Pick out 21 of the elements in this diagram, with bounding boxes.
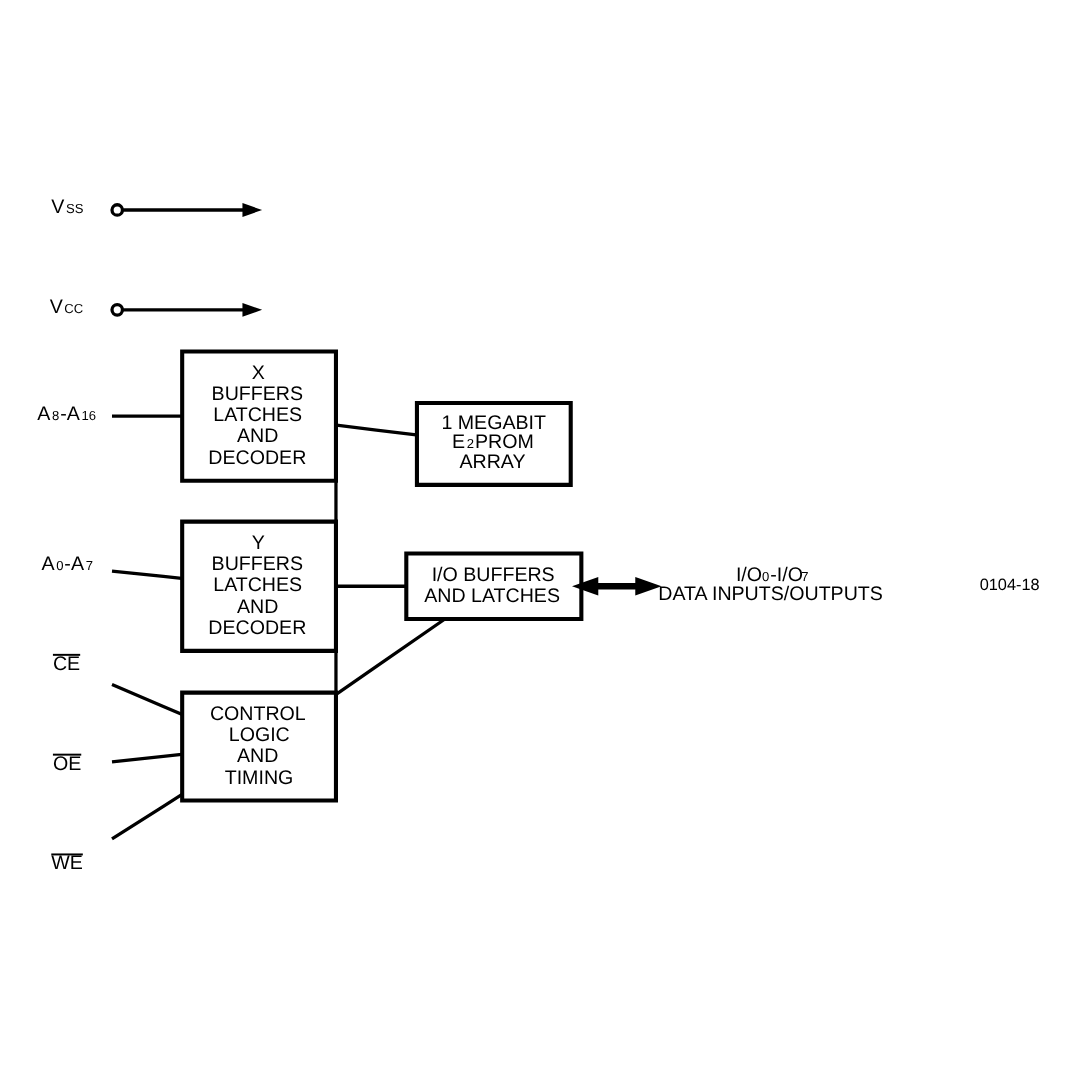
node-box: Y BUFFERS LATCHES AND DECODER [180,518,338,652]
connector [111,792,183,840]
arrow [123,202,263,216]
node-text: OE [52,752,82,775]
node-box: I/O BUFFERS AND LATCHES [404,550,584,621]
label: 0104-18 [979,575,1040,594]
connector [112,413,182,417]
arrow [572,576,662,595]
connector [334,650,338,692]
connector [111,751,182,763]
node-box: CONTROL LOGIC AND TIMING [180,689,338,802]
node-box: X BUFFERS LATCHES AND DECODER [180,348,338,482]
arrow [123,301,263,316]
connector [335,616,446,695]
connector [111,568,182,579]
connector [336,583,406,587]
node-text: CE [52,652,81,675]
node-text: WE [51,852,83,875]
connector [334,479,338,521]
connector [111,682,183,715]
connector [336,422,417,436]
